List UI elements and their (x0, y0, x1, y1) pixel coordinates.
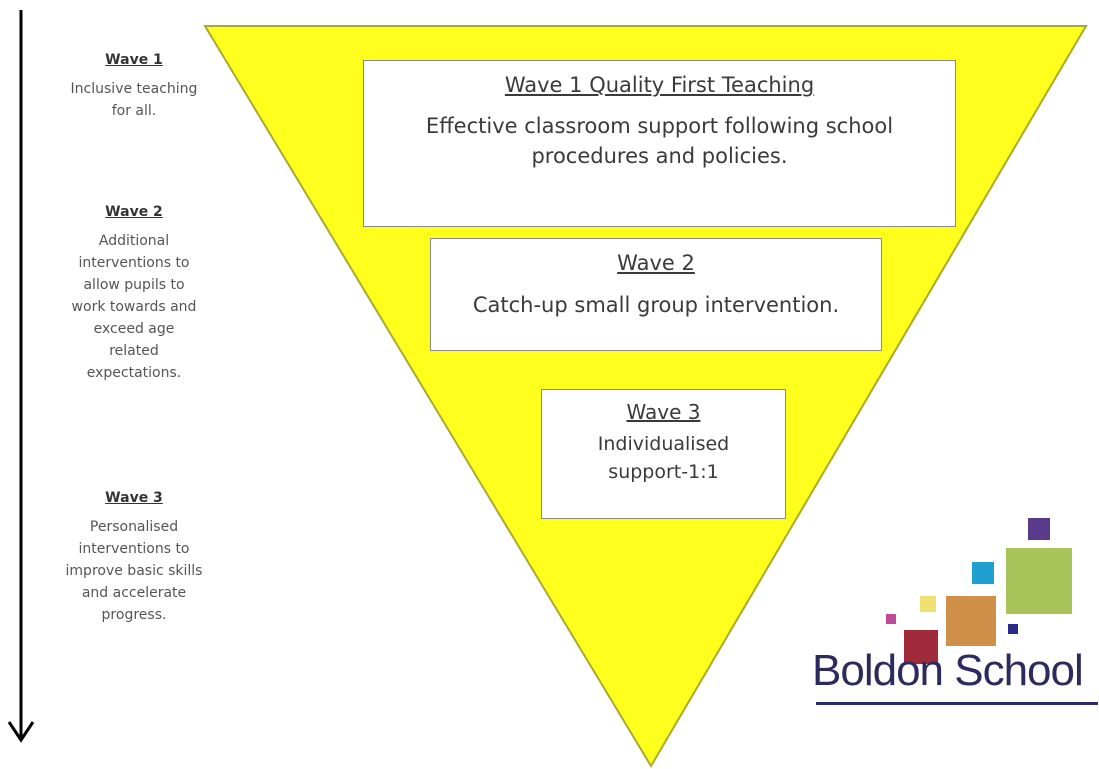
side-line: interventions to (78, 255, 190, 271)
logo-text: Boldon School (812, 646, 1084, 695)
logo-square (886, 614, 896, 624)
logo-square (1006, 548, 1072, 614)
wave-3-box-text: Individualised support-1:1 (542, 430, 785, 486)
box-line: procedures and policies. (531, 144, 788, 168)
progression-arrow (7, 10, 35, 743)
side-heading: Wave 3 (105, 490, 163, 506)
side-line: for all. (111, 103, 157, 119)
logo-square (1028, 518, 1050, 540)
boldon-school-logo: Boldon School (806, 518, 1098, 718)
side-line: exceed age (93, 321, 175, 337)
wave-1-box-title: Wave 1 Quality First Teaching (504, 73, 815, 97)
side-line: Additional (98, 233, 170, 249)
wave-1-box: Wave 1 Quality First Teaching Effective … (363, 60, 956, 227)
logo-square (904, 630, 938, 664)
box-line: Individualised (597, 433, 730, 455)
side-line: improve basic skills (65, 563, 203, 579)
box-line: support-1:1 (608, 461, 719, 483)
logo-square (920, 596, 936, 612)
side-text: Inclusive teaching for all. (44, 78, 224, 122)
side-text: Additional interventions to allow pupils… (44, 230, 224, 384)
wave-3-box: Wave 3 Individualised support-1:1 (541, 389, 786, 519)
wave-2-box: Wave 2 Catch-up small group intervention… (430, 238, 882, 351)
side-line: work towards and (71, 299, 197, 315)
side-line: interventions to (78, 541, 190, 557)
side-text: Personalised interventions to improve ba… (44, 516, 224, 626)
side-line: expectations. (86, 365, 182, 381)
wave-2-box-text: Catch-up small group intervention. (431, 291, 881, 319)
side-line: Personalised (89, 519, 179, 535)
logo-square (972, 562, 994, 584)
side-heading: Wave 1 (105, 52, 163, 68)
side-heading: Wave 2 (105, 204, 163, 220)
box-line: Catch-up small group intervention. (472, 293, 840, 317)
wave-1-box-text: Effective classroom support following sc… (364, 111, 955, 171)
logo-square (1008, 624, 1018, 634)
side-note-wave-3: Wave 3 Personalised interventions to imp… (44, 490, 224, 626)
side-line: and accelerate (81, 585, 187, 601)
side-line: progress. (101, 607, 167, 623)
wave-2-box-title: Wave 2 (617, 251, 695, 275)
side-line: related (109, 343, 159, 359)
wave-3-box-title: Wave 3 (626, 400, 701, 424)
side-note-wave-2: Wave 2 Additional interventions to allow… (44, 204, 224, 384)
box-line: Effective classroom support following sc… (425, 114, 894, 138)
logo-underline (816, 702, 1098, 705)
logo-square (946, 596, 996, 646)
side-line: Inclusive teaching (70, 81, 198, 97)
side-note-wave-1: Wave 1 Inclusive teaching for all. (44, 52, 224, 122)
side-line: allow pupils to (83, 277, 185, 293)
